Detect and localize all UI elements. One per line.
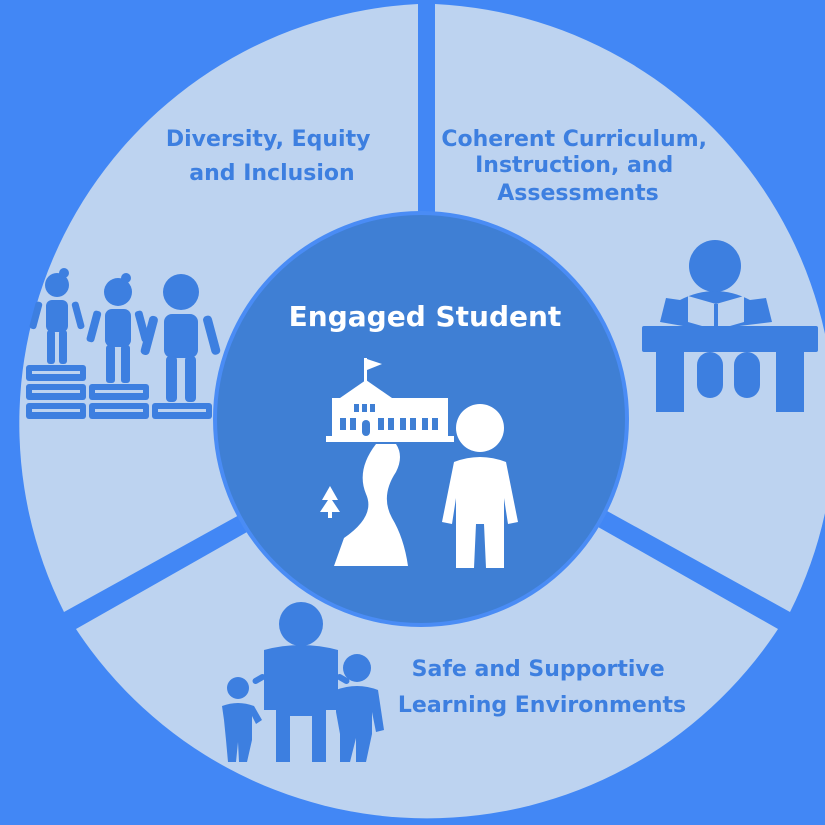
diversity-label-line-1: Diversity, Equity xyxy=(166,127,371,152)
school-path-student-icon xyxy=(320,358,518,568)
safe-label-line-1: Safe and Supportive xyxy=(412,657,665,682)
segment-label-curriculum: Coherent Curriculum, Instruction, and As… xyxy=(441,127,714,206)
center-title: Engaged Student xyxy=(289,300,562,333)
segment-label-safe-supportive: Safe and Supportive Learning Environment… xyxy=(398,657,686,718)
children-on-books-icon xyxy=(26,268,221,419)
diversity-label-line-2: and Inclusion xyxy=(189,161,354,186)
curriculum-label-line-2: Instruction, and xyxy=(475,153,673,178)
segment-label-diversity: Diversity, Equity and Inclusion xyxy=(166,127,378,186)
curriculum-label-line-3: Assessments xyxy=(497,181,658,206)
safe-label-line-2: Learning Environments xyxy=(398,693,686,718)
reading-at-desk-icon xyxy=(642,240,818,412)
parent-with-children-icon xyxy=(222,602,384,762)
curriculum-label-line-1: Coherent Curriculum, xyxy=(441,127,707,152)
